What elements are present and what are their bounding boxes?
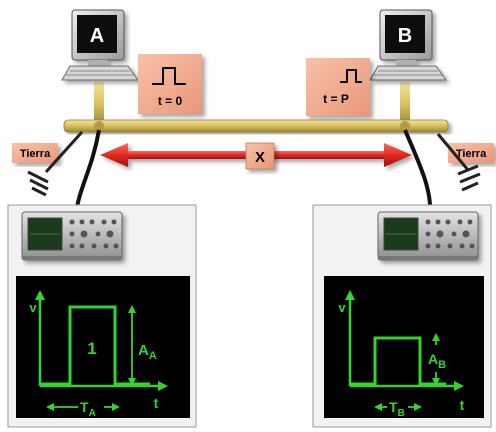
- scope-b-amplitude-marker: [432, 333, 440, 386]
- scope-a-trace: [40, 305, 150, 386]
- scope-b-y-axis-label: v: [338, 300, 346, 315]
- distance-label-box: X: [245, 142, 275, 170]
- ground-a-label: Tierra: [20, 148, 51, 160]
- scope-a-amplitude-marker: [128, 305, 136, 386]
- ground-symbol-icon: [27, 170, 49, 197]
- drop-cable-b: [400, 82, 410, 126]
- scope-a-width-label: TA: [80, 399, 96, 419]
- probe-cable-b: [403, 129, 433, 216]
- screen-a: [77, 15, 117, 53]
- pulse-symbol-icon: [340, 69, 362, 83]
- drop-cable-a: [94, 82, 104, 126]
- scope-panel-b: v t AB TB: [312, 204, 492, 428]
- tap-a: [94, 121, 104, 131]
- keyboard-a: [61, 65, 139, 81]
- computer-b-label: B: [398, 25, 412, 47]
- keyboard-b: [369, 65, 447, 81]
- scope-b-width-label: TB: [389, 399, 405, 419]
- network-cable: [63, 119, 449, 133]
- scope-a-y-axis-label: v: [29, 300, 37, 315]
- ground-wire-a: [44, 130, 84, 174]
- oscilloscope-b-icon: [377, 211, 479, 261]
- probe-cable-a: [74, 129, 101, 216]
- pulse-start-label: t = 0: [158, 94, 183, 108]
- tap-b: [400, 121, 410, 131]
- scope-a-axes: [35, 290, 168, 391]
- oscilloscope-a-icon: [21, 211, 123, 261]
- monitor-b: [369, 9, 447, 81]
- computer-a: A: [61, 9, 139, 126]
- scope-b-width-marker: [374, 403, 422, 411]
- pulse-symbol-icon: [152, 67, 186, 85]
- pulse-end-label: t = P: [323, 92, 349, 106]
- ground-wire-b: [436, 133, 470, 171]
- scope-b-trace: [350, 336, 446, 386]
- ground-b-label: Tierra: [456, 148, 487, 160]
- ground-b: Tierra: [436, 133, 494, 192]
- computer-b: B: [369, 9, 447, 126]
- scope-a-amplitude-label: AA: [138, 342, 157, 362]
- monitor-a: [61, 9, 139, 81]
- screen-b: [385, 15, 425, 53]
- pulse-box-start: t = 0: [138, 54, 202, 114]
- scope-a-width-marker: [46, 403, 120, 411]
- scope-b-axes: [345, 290, 464, 391]
- ground-a: Tierra: [12, 130, 84, 197]
- computer-a-label: A: [90, 25, 104, 47]
- scope-b-amplitude-label: AB: [428, 351, 446, 371]
- scope-a-x-axis-label: t: [154, 395, 159, 411]
- scope-screen-a: [16, 276, 190, 418]
- scope-panel-a: v t 1 AA TA: [7, 204, 197, 428]
- scope-b-x-axis-label: t: [460, 397, 465, 413]
- scope-a-pulse-number: 1: [87, 339, 96, 358]
- ground-symbol-icon: [457, 164, 481, 192]
- pulse-box-end: t = P: [306, 58, 370, 116]
- distance-label: X: [255, 149, 265, 166]
